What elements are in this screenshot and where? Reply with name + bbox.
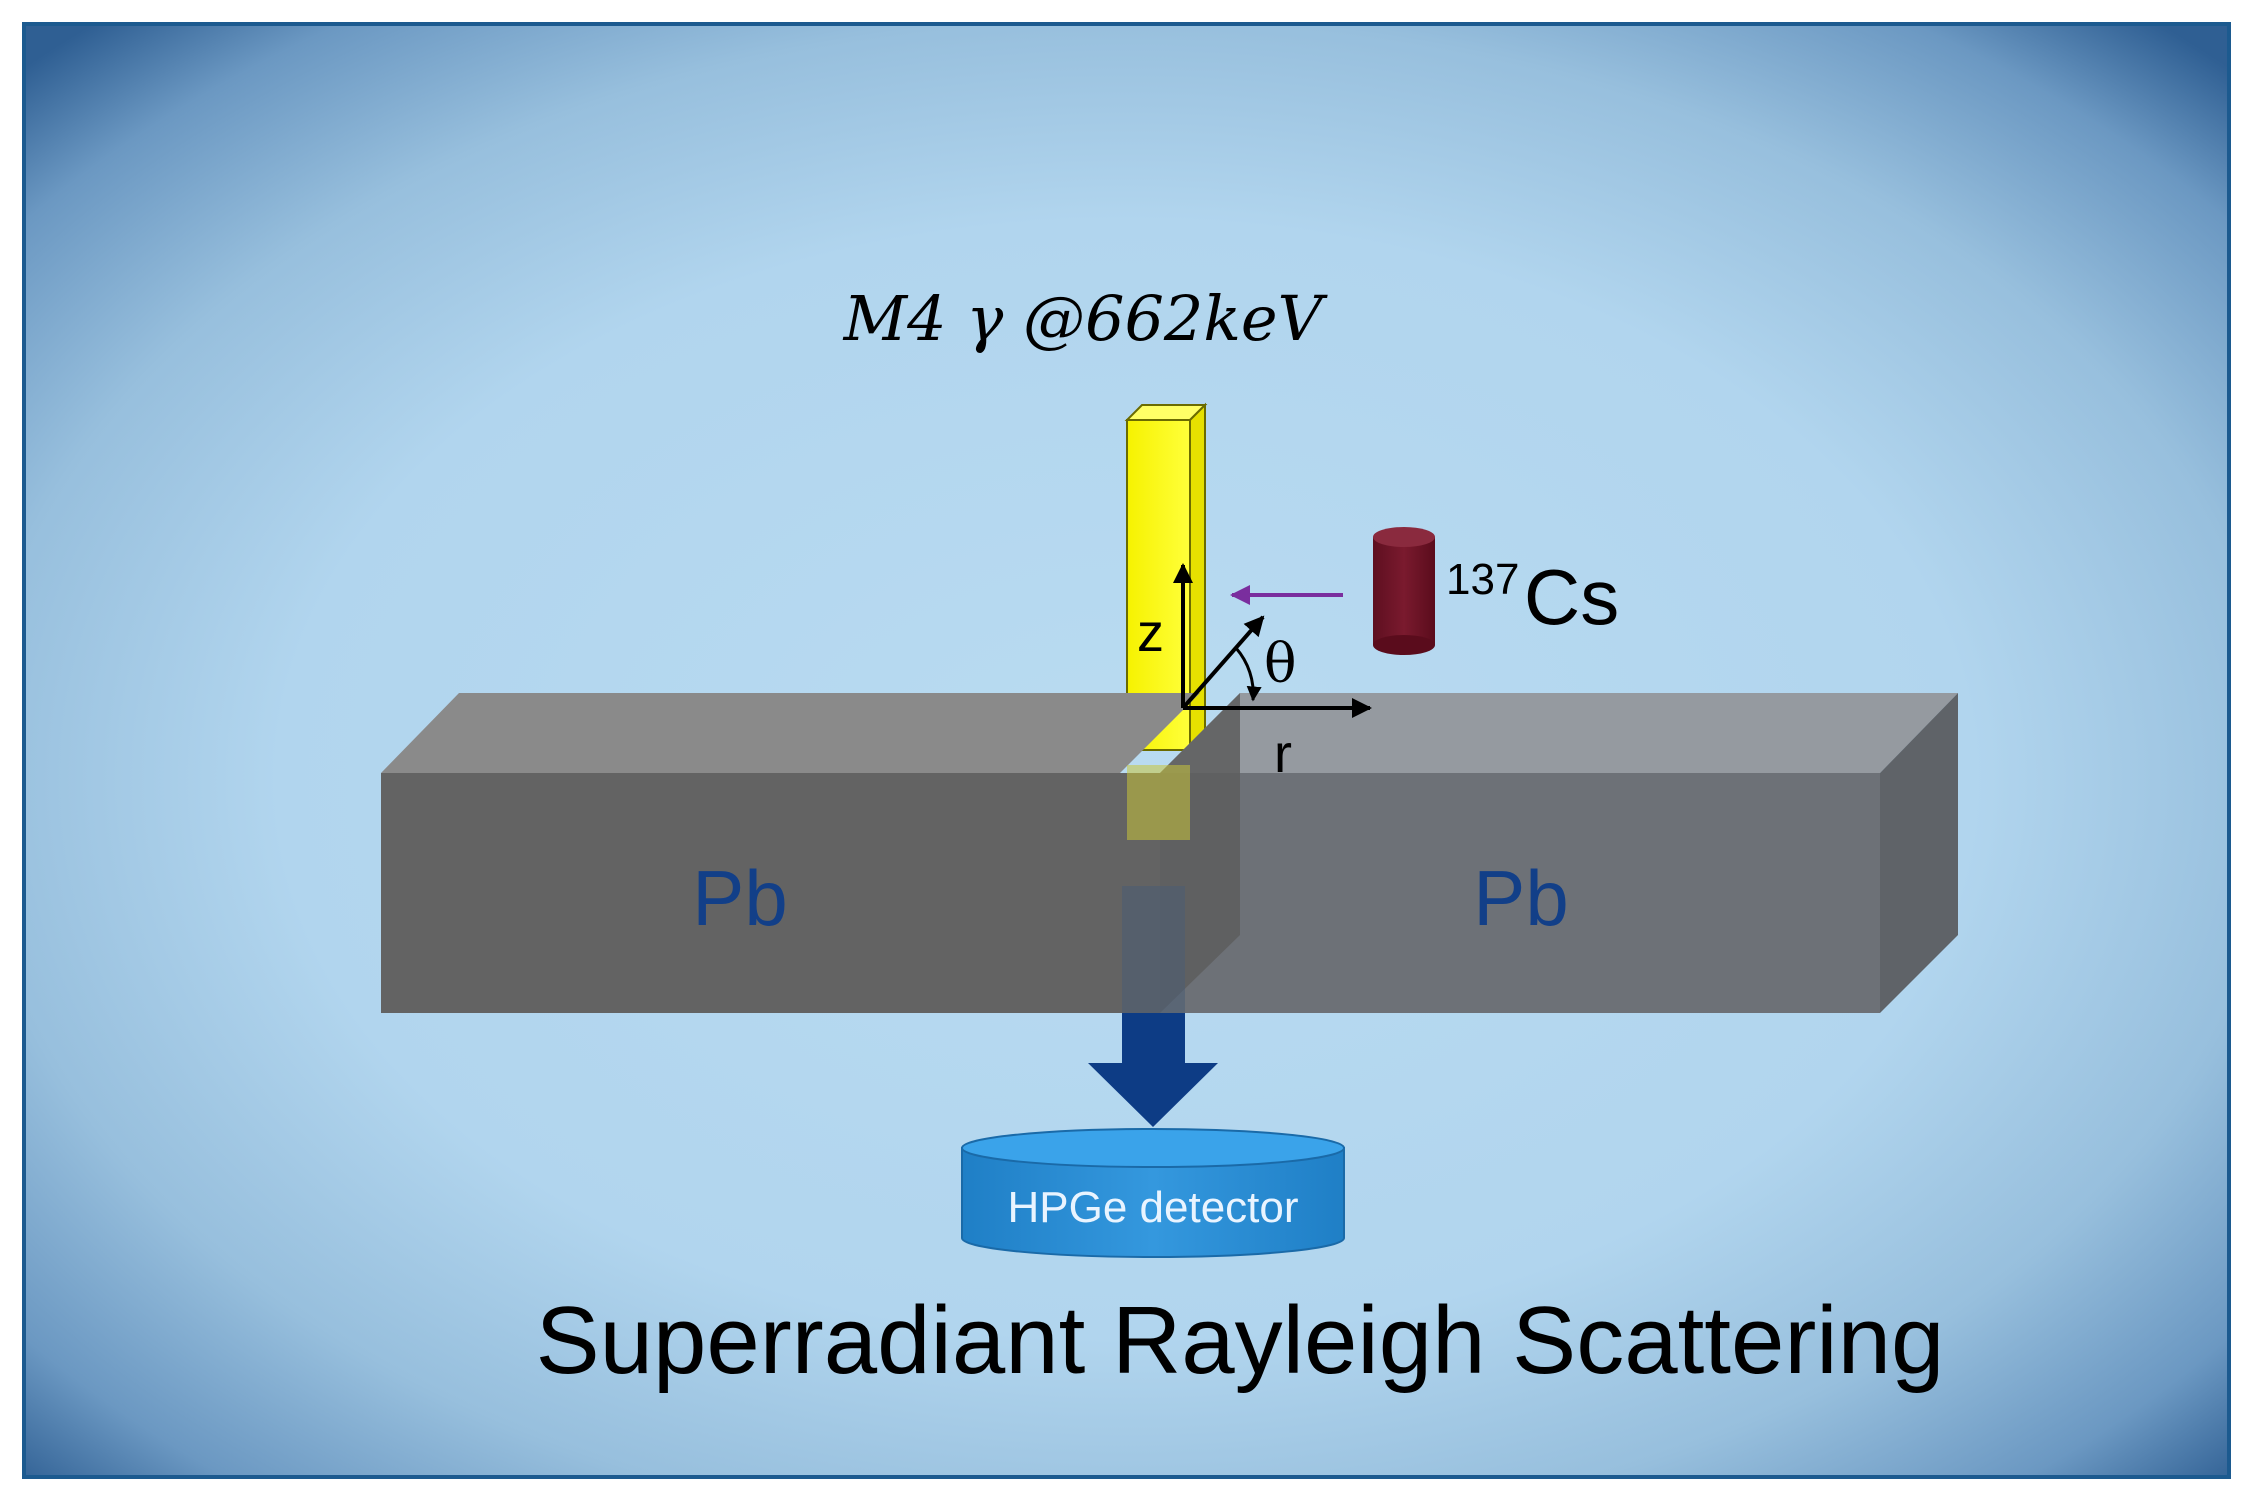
sample-hidden-section (1127, 765, 1190, 840)
r-axis-label: r (1274, 724, 1292, 784)
coordinate-axes (1173, 563, 1372, 718)
theta-direction (1181, 615, 1265, 710)
cs137-source (1373, 527, 1435, 655)
source-label: 137 Cs (1446, 553, 1619, 641)
lead-block-left (381, 693, 1200, 1013)
down-arrow (1088, 1013, 1218, 1127)
beam-channel (1122, 886, 1185, 1013)
isotope-mass-number: 137 (1446, 555, 1519, 604)
hpge-detector: HPGe detector (961, 1128, 1345, 1258)
detector-label: HPGe detector (1007, 1183, 1298, 1232)
pb-label-left: Pb (692, 854, 787, 942)
z-axis-label: z (1137, 603, 1164, 663)
theta-arc (1234, 647, 1262, 702)
pb-label-right: Pb (1473, 854, 1568, 942)
theta-label: θ (1264, 632, 1297, 695)
emission-title: M4 γ @662keV (843, 282, 1329, 355)
figure-caption: Superradiant Rayleigh Scattering (536, 1287, 1945, 1394)
isotope-symbol: Cs (1524, 553, 1619, 641)
